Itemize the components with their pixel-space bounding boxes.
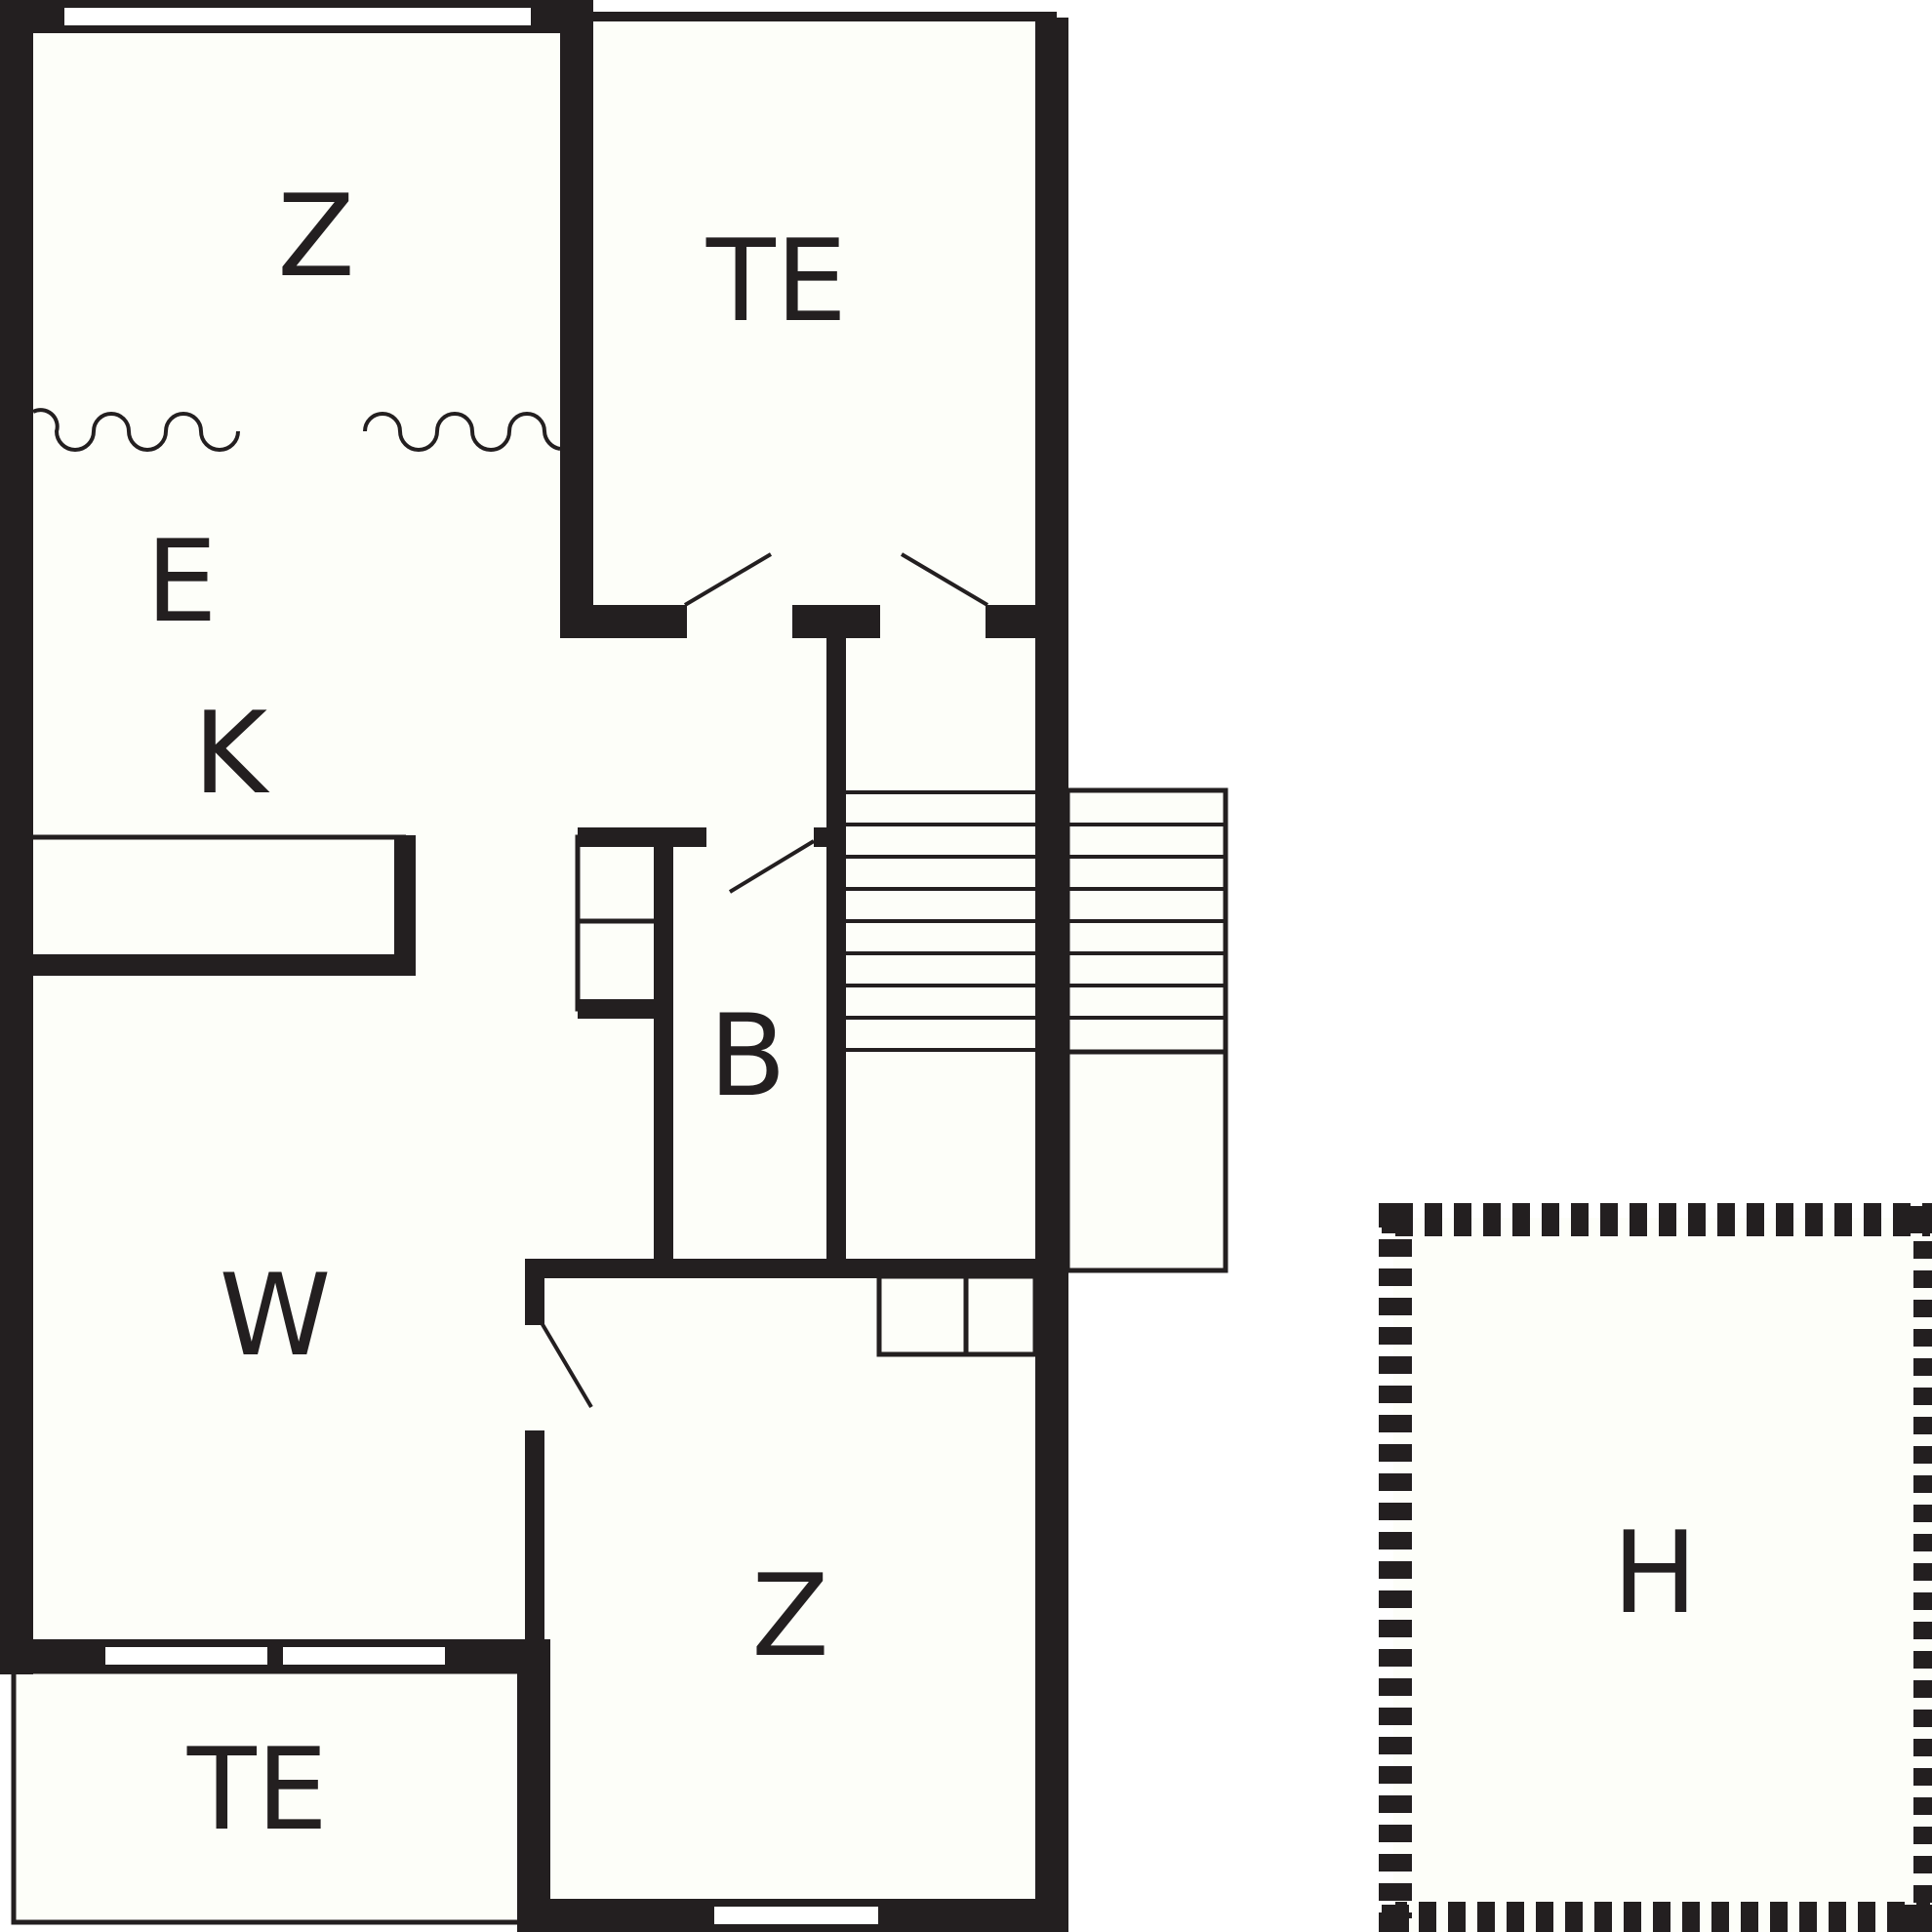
shed-corner-marks <box>1382 1206 1932 1932</box>
room-label-te-bottom: TE <box>186 1724 328 1856</box>
window-bottom-room <box>710 1903 882 1928</box>
door-opening-terrace-left <box>687 605 792 638</box>
room-label-w: W <box>220 1250 332 1382</box>
floor-bottom-room <box>531 1268 1038 1932</box>
wardrobe-outline <box>876 1273 1038 1357</box>
door-opening-terrace-right <box>880 605 986 638</box>
floor-stair-annex <box>1067 788 1228 1272</box>
shed <box>1379 1203 1932 1932</box>
room-label-e: E <box>145 516 217 648</box>
wall-terrace-middle-stub <box>792 605 880 638</box>
door-opening-z <box>525 1325 544 1430</box>
shed-corner-mark <box>1901 1206 1932 1233</box>
bottom-terrace-outline <box>11 1669 524 1925</box>
wall-k-counter-bottom <box>0 954 416 976</box>
wall-z-west-lower <box>525 1430 544 1645</box>
wall-terrace-left-stub <box>560 605 687 638</box>
shed-corner-mark <box>1382 1905 1409 1932</box>
thin-lines <box>11 787 1228 1925</box>
wall-b-north-right <box>814 827 843 847</box>
door-swing-b <box>728 839 816 894</box>
room-label-te-top: TE <box>705 216 847 347</box>
floor-bottom-terrace <box>14 1671 521 1922</box>
windows <box>60 4 882 1928</box>
floor-shed <box>1393 1218 1932 1932</box>
wall-terrace-right-stub <box>986 605 1044 638</box>
curtain-right <box>363 412 561 452</box>
wall-k-counter-end <box>394 835 416 976</box>
staircase <box>846 790 1226 1052</box>
window-south-left <box>101 1643 271 1669</box>
wall-b-west <box>654 835 673 1268</box>
shed-corner-mark <box>1382 1206 1409 1233</box>
door-swing-z <box>539 1319 593 1409</box>
room-label-z-bottom: Z <box>751 1550 828 1682</box>
shed-outline <box>1379 1203 1932 1932</box>
wall-south-left <box>0 1639 550 1672</box>
floor-top-terrace <box>584 18 1047 632</box>
floor-areas <box>14 18 1932 1932</box>
room-label-k: K <box>193 688 270 820</box>
window-north <box>60 4 535 29</box>
wall-b-east <box>826 634 846 1268</box>
room-label-z-top: Z <box>277 171 354 302</box>
room-label-h: H <box>1612 1508 1697 1639</box>
door-swing-terrace-right <box>900 552 989 607</box>
door-opening-b <box>706 827 814 847</box>
curtain-left <box>32 408 240 452</box>
room-label-b: B <box>708 990 786 1122</box>
curtain <box>32 408 561 452</box>
room-labels: Z TE E K B W Z TE H <box>145 171 1697 1856</box>
shed-corner-mark <box>1901 1905 1932 1932</box>
wall-top-right-cap <box>593 12 1057 21</box>
window-south-right <box>279 1643 449 1669</box>
wall-top-divider <box>560 0 593 638</box>
door-swing-terrace-left <box>683 552 773 607</box>
stair-annex-outline <box>1065 787 1228 1273</box>
door-openings <box>525 605 986 1430</box>
door-swings <box>539 552 989 1409</box>
wall-east <box>1035 18 1068 1932</box>
